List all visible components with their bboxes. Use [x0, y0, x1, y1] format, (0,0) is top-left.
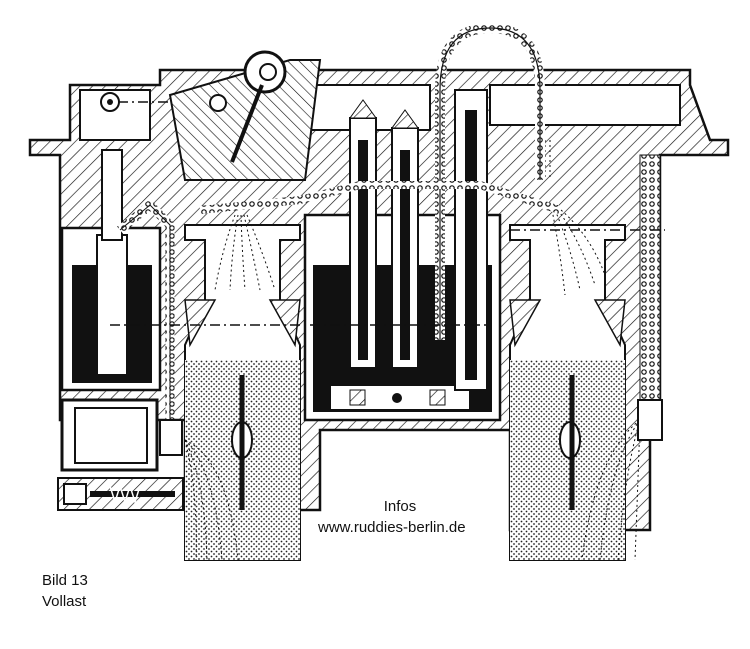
figure-caption: Vollast: [42, 593, 87, 610]
throttle-linkage: [168, 50, 322, 181]
figure-number: Bild 13: [42, 572, 88, 589]
annotation-url[interactable]: www.ruddies-berlin.de: [318, 519, 466, 536]
left-venturi: [184, 224, 301, 561]
right-venturi: [509, 224, 626, 561]
right-side-part: [510, 154, 665, 441]
annotation-infos: Infos: [383, 498, 417, 515]
accelerator-pump: [57, 398, 184, 511]
jet-tubes: [349, 89, 488, 391]
